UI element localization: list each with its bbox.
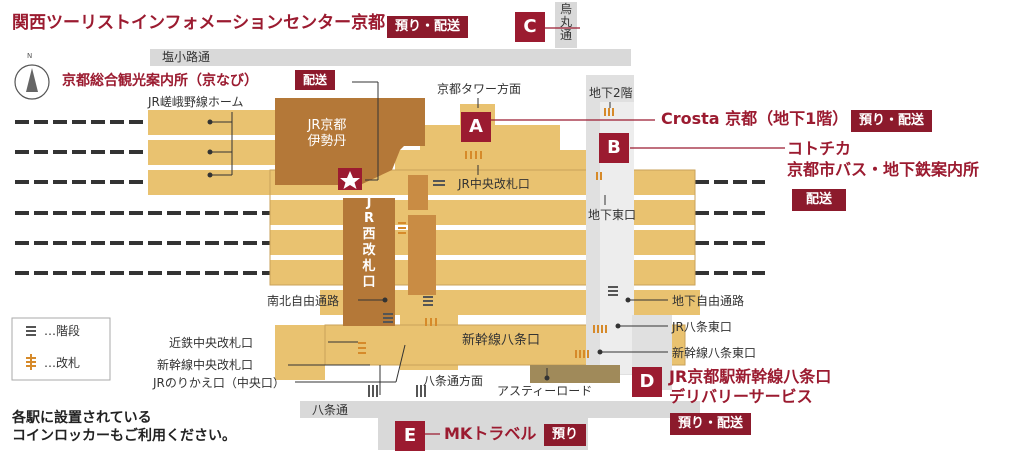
shiokoji-street — [150, 49, 631, 66]
karasuma-dori-label: 烏丸通 — [559, 2, 572, 42]
subway-east-exit-label: 地下東口 — [588, 208, 637, 222]
jr-hachijo-east-label: JR八条東口 — [672, 320, 732, 334]
jr-transfer-gate-label: JRのりかえ口（中央口） — [153, 376, 285, 390]
kotochika-title: コトチカ — [787, 139, 852, 158]
bus-subway-info-title: 京都市バス・地下鉄案内所 — [787, 160, 980, 179]
b2f-label: 地下2階 — [589, 86, 633, 100]
stairs-icons — [368, 180, 618, 397]
legend-gate-label: …改札 — [44, 356, 81, 370]
isetan-building — [275, 98, 410, 185]
location-c-marker: C — [515, 12, 545, 42]
subway-free-passage-label: 地下自由通路 — [672, 294, 745, 308]
legend-gate-icon — [26, 354, 36, 370]
kansai-tic-badge: 預り・配送 — [387, 16, 469, 38]
central-block-2 — [408, 215, 436, 295]
location-b-marker: B — [599, 133, 629, 163]
ticket-gates — [358, 108, 614, 358]
kintetsu-central-gate-label: 近鉄中央改札口 — [169, 336, 254, 350]
jr-west-gate-building — [343, 198, 395, 326]
central-block-1 — [408, 175, 428, 210]
crosta-badge: 預り・配送 — [851, 110, 933, 132]
pointer-lines — [210, 81, 668, 395]
mk-travel-badge: 預り — [544, 424, 587, 446]
legend-stairs-label: …階段 — [44, 324, 81, 338]
location-a-marker: A — [461, 112, 491, 142]
shinkansen-hachijo-east-label: 新幹線八条東口 — [672, 346, 757, 360]
asty-road-building — [530, 365, 620, 383]
legend-box — [11, 317, 111, 381]
sagano-platform-label: JR嵯峨野線ホーム — [148, 95, 244, 109]
jr-delivery-badge: 預り・配送 — [670, 413, 752, 435]
mk-travel-title: MKトラベル — [444, 424, 537, 443]
nanboku-passage-label: 南北自由通路 — [267, 294, 340, 308]
star-marker-icon — [338, 168, 362, 190]
isetan-annex — [400, 98, 425, 146]
shinkansen-central-gate-label: 新幹線中央改札口 — [157, 358, 254, 372]
location-d-marker: D — [632, 367, 662, 397]
compass-north-label: N — [27, 52, 33, 60]
shiokoji-dori-label: 塩小路通 — [162, 50, 211, 64]
karasuma-street — [555, 2, 577, 48]
hachijo-street — [300, 401, 700, 418]
legend-stairs-icon — [26, 326, 36, 336]
crosta-title: Crosta 京都（地下1階） — [661, 109, 849, 128]
kyoto-tower-direction-label: 京都タワー方面 — [437, 82, 522, 96]
walls — [269, 169, 696, 366]
shinkansen-hachijo-label: 新幹線八条口 — [462, 333, 541, 348]
jr-delivery-subtitle: デリバリーサービス — [669, 387, 813, 406]
location-e-marker: E — [395, 421, 425, 451]
isetan-label: JR京都伊勢丹 — [307, 118, 347, 149]
coin-locker-note: 各駅に設置されているコインロッカーもご利用ください。 — [12, 410, 236, 444]
compass-icon — [14, 64, 50, 100]
kyonavi-title: 京都総合観光案内所（京なび） — [62, 73, 258, 89]
jr-central-gate-label: JR中央改札口 — [458, 177, 530, 191]
hachijo-dori-direction-label: 八条通方面 — [423, 374, 484, 388]
kyonavi-badge: 配送 — [295, 70, 336, 90]
asty-road-label: アスティーロード — [497, 384, 593, 398]
kotochika-badge: 配送 — [792, 189, 847, 211]
b2f-area — [586, 75, 634, 95]
location-connectors — [415, 27, 785, 435]
kansai-tic-title: 関西ツーリストインフォメーションセンター京都 — [12, 13, 386, 33]
jr-delivery-title: JR京都駅新幹線八条口 — [669, 367, 832, 386]
pointer-dots — [207, 119, 631, 381]
hachijo-dori-label: 八条通 — [312, 403, 349, 417]
